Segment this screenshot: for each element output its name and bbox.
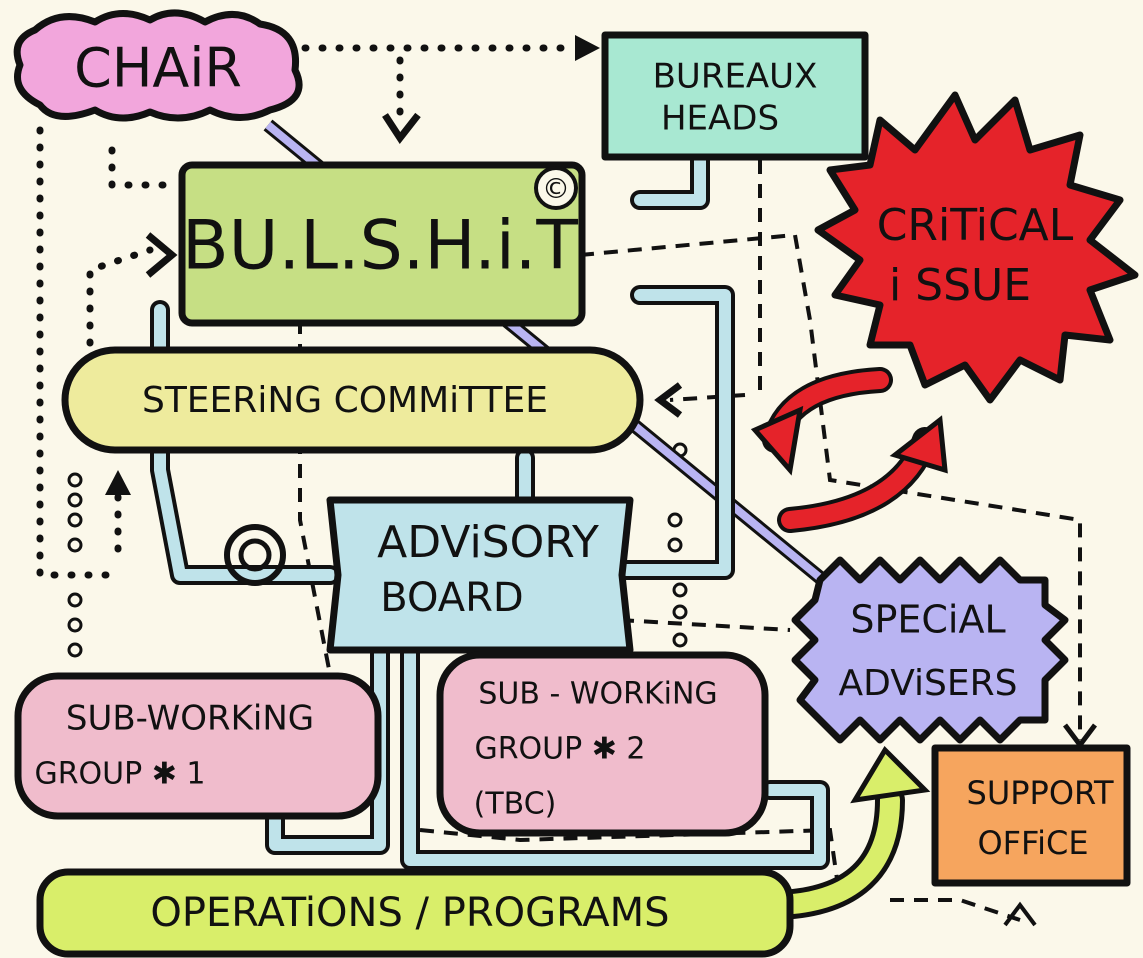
operations-programs-node: OPERATiONS / PROGRAMS (36, 868, 794, 958)
arrow-into-steering (654, 382, 683, 418)
special-advisers-node: SPECiAL ADViSERS (791, 556, 1069, 744)
arrow-to-bureaux (575, 35, 600, 61)
critical-issue-label-line2: i SSUE (889, 260, 1031, 311)
advisory-board-label-line1: ADViSORY (377, 517, 599, 568)
chair-node: CHAiR (13, 9, 303, 122)
support-office-label-line2: OFFiCE (977, 824, 1088, 862)
bureaux-heads-label-line2: HEADS (661, 99, 779, 139)
sub-working-group-1-label-line1: SUB-WORKiNG (66, 699, 314, 739)
support-office-node: SUPPORT OFFiCE (931, 744, 1131, 887)
critical-issue-label-line1: CRiTiCAL (877, 200, 1074, 251)
copyright-circle (534, 166, 578, 210)
dotted-connectors (36, 44, 579, 579)
support-office-label-line1: SUPPORT (967, 774, 1114, 812)
bulshit-label: BU.L.S.H.i.T (182, 207, 578, 286)
sub-working-group-2-label-line2: GROUP ✱ 2 (474, 732, 645, 767)
small-circle-chains (67, 442, 688, 658)
steering-committee-label: STEERiNG COMMiTTEE (142, 380, 548, 421)
sub-working-group-2-node: SUB - WORKiNG GROUP ✱ 2 (TBC) (436, 651, 769, 837)
chair-label: CHAiR (74, 37, 242, 100)
arrow-from-support (1003, 901, 1037, 927)
sub-working-group-1-label-line2: GROUP ✱ 1 (34, 757, 205, 792)
sub-working-group-2-label-line1: SUB - WORKiNG (478, 677, 717, 712)
arrow-to-bulshit (382, 112, 421, 145)
arrow-to-support (1063, 723, 1097, 750)
arrow-from-steering (145, 232, 178, 278)
bureaux-heads-label-line1: BUREAUX (653, 57, 818, 97)
special-advisers-label-line1: SPECiAL (850, 598, 1005, 642)
arrowheads (105, 35, 1097, 927)
copyright-mark: © (542, 172, 570, 205)
sub-working-group-1-node: SUB-WORKiNG GROUP ✱ 1 (14, 672, 382, 820)
green-curved-arrow (765, 745, 931, 920)
steering-committee-node: STEERiNG COMMiTTEE (61, 346, 644, 454)
special-advisers-label-line2: ADViSERS (838, 663, 1017, 704)
sub-working-group-2-label-line3: (TBC) (474, 787, 557, 822)
operations-programs-label: OPERATiONS / PROGRAMS (150, 890, 669, 936)
bureaux-heads-node: BUREAUX HEADS (601, 31, 869, 161)
advisory-board-label-line2: BOARD (380, 575, 523, 621)
bulshit-node: BU.L.S.H.i.T © (178, 161, 586, 327)
red-double-arrow (750, 367, 948, 533)
arrow-up-steering (105, 470, 131, 495)
critical-issue-node: CRiTiCAL i SSUE (814, 91, 1139, 404)
advisory-board-node: ADViSORY BOARD (326, 496, 634, 654)
